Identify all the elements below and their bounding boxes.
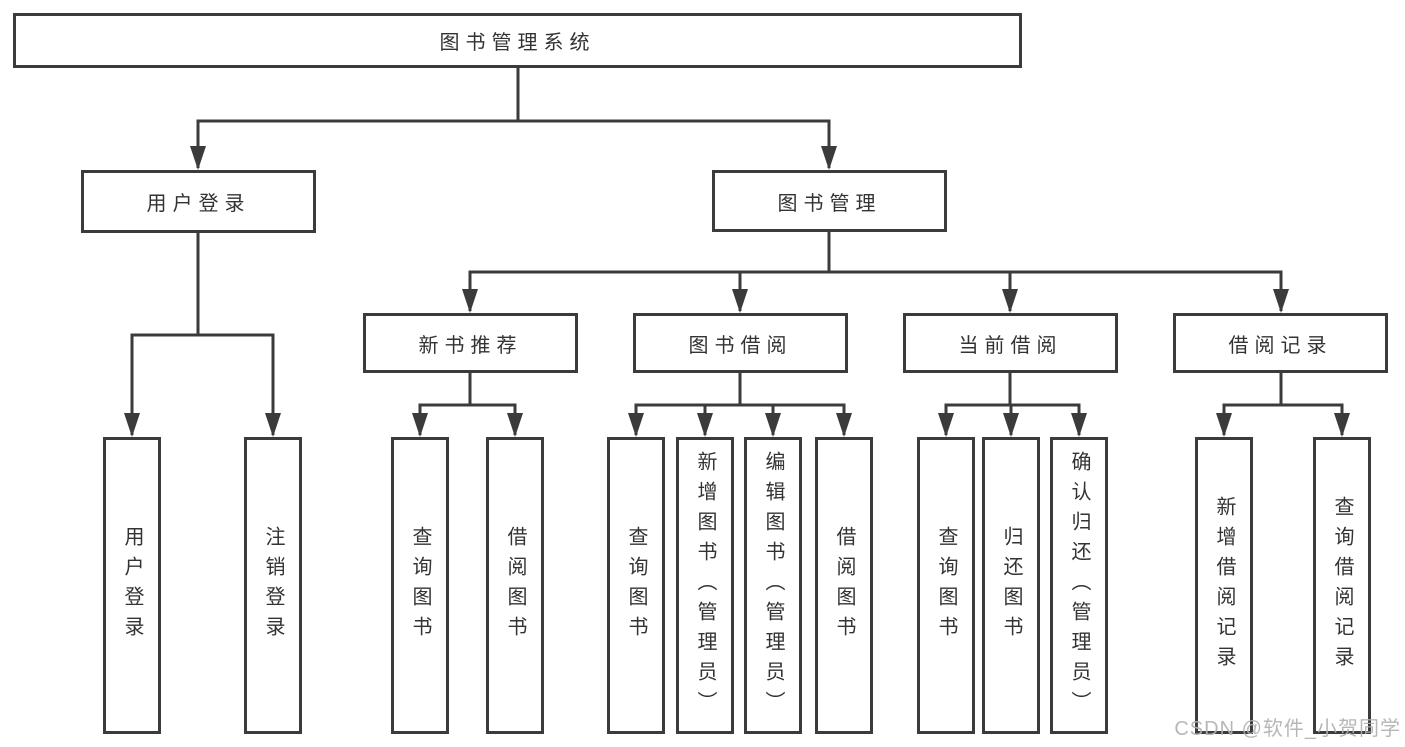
node-leaf-query-books-borrowing-label: 查询图书	[625, 525, 647, 646]
arrowhead-icon	[412, 413, 428, 437]
arrowhead-icon	[265, 413, 281, 437]
node-leaf-return-books-label: 归还图书	[1000, 525, 1022, 646]
arrowhead-icon	[462, 289, 478, 313]
connector-book-borrowing-middle-stems	[703, 405, 775, 435]
node-leaf-confirm-return-admin-label: 确认归还（管理员）	[1068, 450, 1090, 721]
connector-new-book-children	[418, 403, 517, 435]
node-leaf-borrow-books-recommend-label: 借阅图书	[504, 525, 526, 646]
arrowhead-icon	[1002, 289, 1018, 313]
node-leaf-edit-books-admin: 编辑图书（管理员）	[744, 437, 802, 734]
node-leaf-query-books-current: 查询图书	[917, 437, 975, 734]
arrowhead-icon	[1071, 413, 1087, 437]
watermark: CSDN @软件_小贺同学	[1174, 718, 1401, 740]
node-leaf-edit-books-admin-label: 编辑图书（管理员）	[762, 450, 784, 721]
node-book-borrowing-label: 图书借阅	[688, 334, 793, 357]
arrowhead-icon	[1273, 289, 1289, 313]
node-current-borrowing: 当前借阅	[903, 313, 1118, 373]
arrowhead-icon	[821, 146, 837, 170]
connector-borrow-records-children	[1222, 403, 1344, 435]
node-borrowing-records: 借阅记录	[1173, 313, 1388, 373]
node-user-login-label: 用户登录	[146, 193, 251, 215]
arrowhead-icon	[765, 413, 781, 437]
node-book-management-label: 图书管理	[777, 192, 882, 215]
arrowhead-icon	[507, 413, 523, 437]
node-root-label: 图书管理系统	[439, 32, 596, 54]
node-leaf-borrow-books-borrowing-label: 借阅图书	[833, 525, 855, 646]
arrowhead-icon	[1334, 413, 1350, 437]
connector-level3-middle-stems	[738, 272, 1012, 311]
node-leaf-logout: 注销登录	[244, 437, 302, 734]
node-leaf-query-books-recommend-label: 查询图书	[409, 525, 431, 646]
node-new-book-recommendation-label: 新书推荐	[418, 334, 523, 357]
arrowhead-icon	[1216, 413, 1232, 437]
node-leaf-query-books-recommend: 查询图书	[391, 437, 449, 734]
connector-user-login-children	[130, 333, 275, 435]
node-leaf-borrow-books-recommend: 借阅图书	[486, 437, 544, 734]
connector-lines	[130, 68, 1344, 435]
node-new-book-recommendation: 新书推荐	[363, 313, 578, 373]
node-leaf-confirm-return-admin: 确认归还（管理员）	[1050, 437, 1108, 734]
arrowhead-icon	[732, 289, 748, 313]
node-leaf-query-books-current-label: 查询图书	[935, 525, 957, 646]
arrowhead-icon	[836, 413, 852, 437]
node-book-borrowing: 图书借阅	[633, 313, 848, 373]
node-current-borrowing-label: 当前借阅	[958, 334, 1063, 357]
arrowhead-icon	[124, 413, 140, 437]
node-leaf-borrow-books-borrowing: 借阅图书	[815, 437, 873, 734]
connector-book-borrowing-children	[634, 403, 846, 435]
arrowhead-icon	[697, 413, 713, 437]
arrowhead-icon	[628, 413, 644, 437]
arrowheads	[124, 146, 1350, 437]
node-leaf-add-books-admin-label: 新增图书（管理员）	[694, 450, 716, 721]
node-leaf-user-login: 用户登录	[103, 437, 161, 734]
node-user-login: 用户登录	[81, 170, 316, 233]
node-leaf-add-borrow-record-label: 新增借阅记录	[1213, 495, 1235, 676]
node-leaf-query-borrow-record-label: 查询借阅记录	[1331, 495, 1353, 676]
node-leaf-logout-label: 注销登录	[262, 525, 284, 646]
arrowhead-icon	[1003, 413, 1019, 437]
node-leaf-return-books: 归还图书	[982, 437, 1040, 734]
arrowhead-icon	[938, 413, 954, 437]
node-root: 图书管理系统	[13, 13, 1022, 68]
connector-root-to-level2	[196, 119, 831, 168]
node-leaf-query-books-borrowing: 查询图书	[607, 437, 665, 734]
arrowhead-icon	[190, 146, 206, 170]
node-leaf-add-borrow-record: 新增借阅记录	[1195, 437, 1253, 734]
node-borrowing-records-label: 借阅记录	[1228, 334, 1333, 357]
node-leaf-query-borrow-record: 查询借阅记录	[1313, 437, 1371, 734]
node-book-management: 图书管理	[712, 170, 947, 232]
node-leaf-user-login-label: 用户登录	[121, 525, 143, 646]
connector-book-management-to-level3	[468, 270, 1283, 311]
node-leaf-add-books-admin: 新增图书（管理员）	[676, 437, 734, 734]
